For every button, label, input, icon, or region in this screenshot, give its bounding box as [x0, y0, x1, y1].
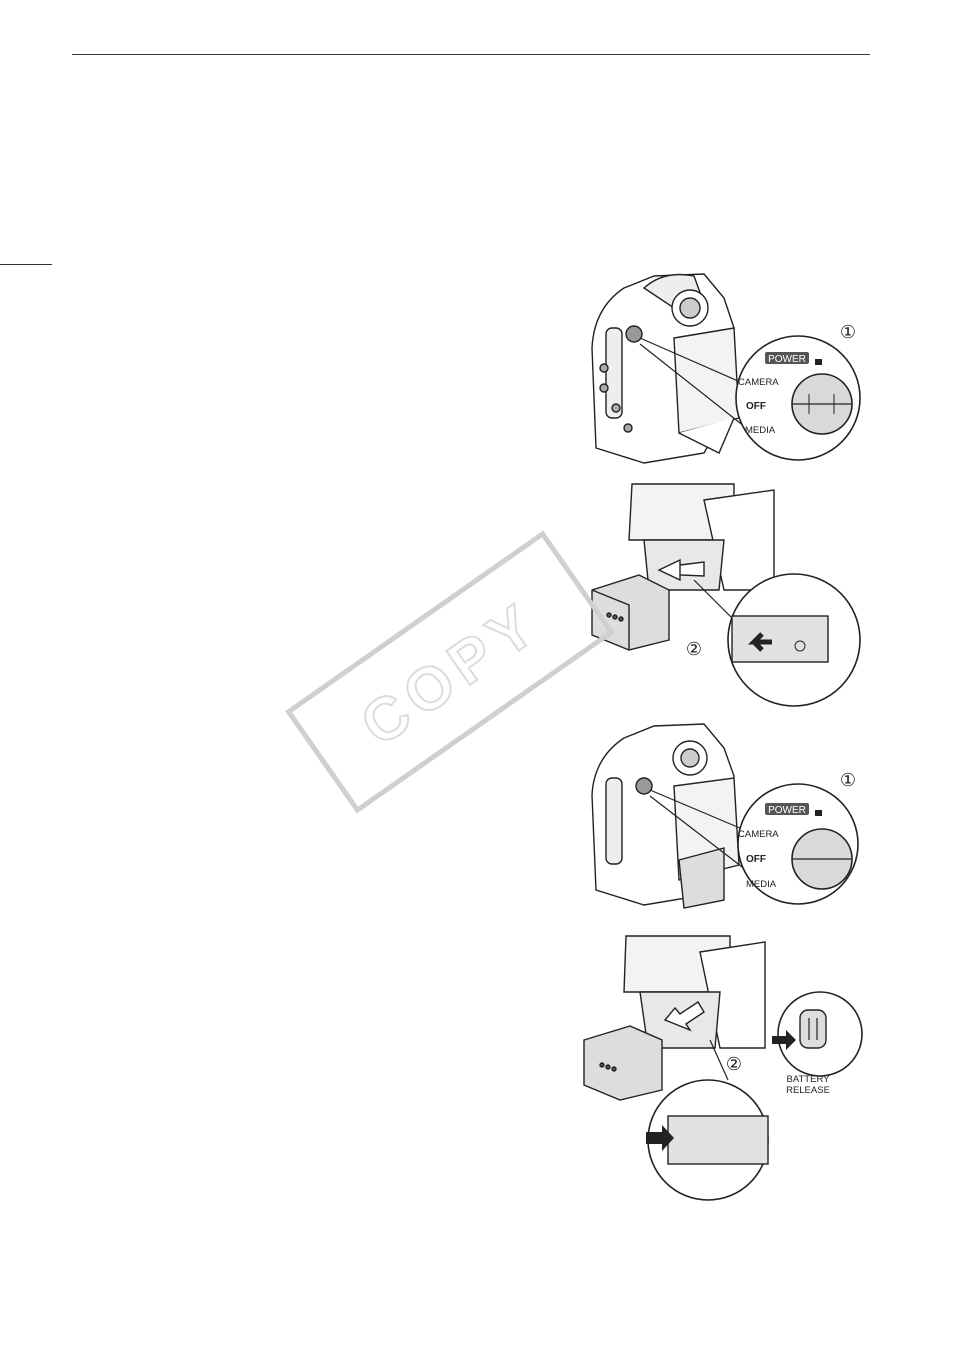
mode-label-off: OFF	[746, 854, 766, 865]
power-badge: POWER	[768, 805, 806, 816]
power-badge: POWER	[768, 354, 806, 365]
step-marker-2: ②	[686, 639, 702, 660]
camera-illustration-4: BATTERY RELEASE ②	[580, 930, 870, 1205]
mode-label-media: MEDIA	[745, 425, 776, 436]
mode-label-camera: CAMERA	[738, 377, 779, 388]
mode-label-camera: CAMERA	[738, 829, 779, 840]
figure-power-switch-off: POWER CAMERA OFF MEDIA ①	[584, 268, 874, 473]
step-marker-2: ②	[726, 1054, 742, 1075]
release-label-line2: RELEASE	[786, 1085, 830, 1096]
mode-label-media: MEDIA	[746, 879, 777, 890]
mode-label-off: OFF	[746, 401, 766, 412]
figure-battery-release: BATTERY RELEASE ②	[580, 930, 870, 1205]
step-marker-1: ①	[840, 322, 856, 343]
lock-icon	[815, 359, 822, 365]
camera-illustration-2: ②	[584, 480, 874, 710]
camera-illustration-3: POWER CAMERA OFF MEDIA ①	[584, 720, 874, 915]
release-label-line1: BATTERY	[787, 1074, 831, 1085]
lock-icon	[815, 810, 822, 816]
header-rule	[72, 54, 870, 55]
figure-power-switch-off-with-battery: POWER CAMERA OFF MEDIA ①	[584, 720, 874, 915]
watermark-text: COPY	[349, 588, 553, 759]
side-margin-rule	[0, 264, 52, 265]
step-marker-1: ①	[840, 770, 856, 791]
figure-battery-insert: ②	[584, 480, 874, 710]
camera-illustration-1: POWER CAMERA OFF MEDIA ①	[584, 268, 874, 473]
